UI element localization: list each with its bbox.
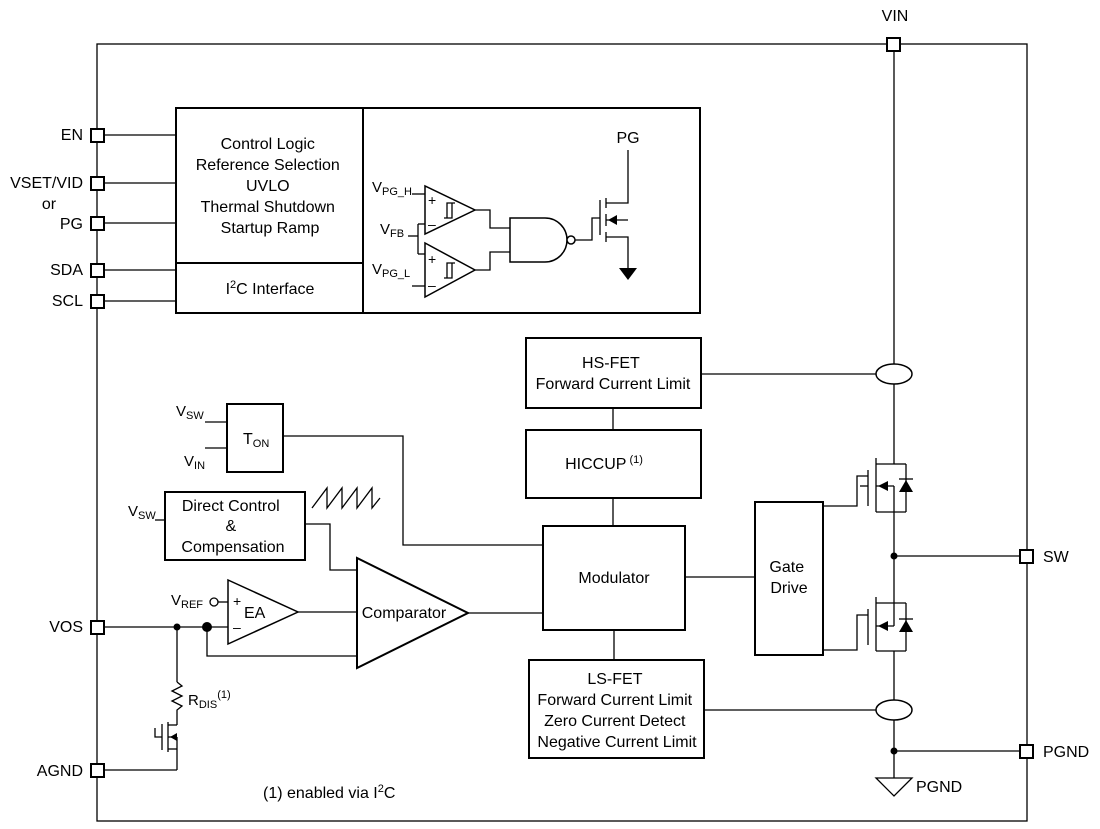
vfb-label: VFB (380, 221, 404, 240)
power-good-circuit: + – + – VPG_H VFB VPG_L PG (372, 130, 640, 299)
modulator-label: Modulator (578, 570, 650, 587)
pin-scl: SCL (52, 293, 105, 310)
pin-or-label: or (42, 196, 57, 213)
hiccup-label: HICCUP(1) (565, 454, 643, 473)
pin-pg-left-label: PG (60, 216, 83, 233)
pwm-comparator (356, 556, 471, 670)
pg-low-plus: + (428, 251, 436, 267)
hs-fet-block (525, 337, 702, 409)
pin-vset-label: VSET/VID (10, 175, 83, 192)
pin-vset: VSET/VID or (10, 175, 105, 213)
pin-vos-label: VOS (49, 619, 83, 636)
ton-label: TON (243, 431, 269, 450)
pin-sda-label: SDA (50, 262, 83, 279)
nand-bubble (566, 235, 576, 245)
ls-fet-block (528, 659, 705, 759)
pg-high-plus: + (428, 192, 436, 208)
error-amplifier (227, 578, 300, 646)
i2c-interface-block (175, 262, 364, 314)
nand-gate (509, 217, 568, 263)
ea-plus: + (233, 593, 241, 609)
ea-minus: – (233, 619, 241, 635)
pg-high-minus: – (428, 216, 436, 232)
pin-vos: VOS (49, 619, 105, 636)
control-logic-line-2: Reference Selection (196, 157, 340, 174)
pin-scl-label: SCL (52, 293, 83, 310)
pin-en-label: EN (61, 127, 83, 144)
comparator-label: Comparator (362, 605, 447, 622)
pin-vin-label: VIN (882, 8, 909, 25)
power-good-block (362, 107, 701, 314)
hs-current-sense (875, 363, 913, 385)
pgnd-ground-symbol (874, 777, 914, 797)
control-logic-text: Control Logic Reference Selection UVLO T… (196, 136, 345, 237)
control-logic-line-3: UVLO (246, 178, 290, 195)
ramp-waveform (311, 486, 381, 510)
i2c-interface-label: I2C Interface (226, 279, 315, 298)
ls-fet-text: LS-FET Forward Current Limit Zero Curren… (537, 671, 697, 751)
vsw-ton-label: VSW (176, 403, 204, 422)
pin-pgnd: PGND (1019, 744, 1089, 761)
pin-pg-left: PG (60, 216, 105, 233)
pin-sw: SW (1019, 549, 1070, 566)
pin-vin: VIN (882, 8, 909, 52)
rdis-label: RDIS(1) (188, 689, 231, 711)
direct-control-block (164, 491, 306, 561)
pin-sw-label: SW (1043, 549, 1070, 566)
hs-fet-text: HS-FET Forward Current Limit (536, 355, 691, 393)
gate-drive-text: Gate Drive (769, 559, 808, 597)
pg-ground-symbol (619, 268, 637, 280)
ls-current-sense (875, 699, 913, 721)
control-logic-line-5: Startup Ramp (221, 220, 320, 237)
pin-sda: SDA (50, 262, 105, 279)
ton-block (226, 403, 284, 473)
pin-pgnd-label: PGND (1043, 744, 1089, 761)
vpg-h-label: VPG_H (372, 179, 412, 198)
control-logic-block (175, 107, 364, 264)
footnote: (1) enabled via I2C (263, 783, 395, 802)
control-logic-line-4: Thermal Shutdown (201, 199, 335, 216)
pg-low-minus: – (428, 277, 436, 293)
power-stage: PGND (823, 51, 1020, 797)
pg-output-label: PG (616, 130, 639, 147)
pgnd-ground-label: PGND (916, 779, 962, 796)
control-logic-line-1: Control Logic (221, 136, 315, 153)
vpg-l-label: VPG_L (372, 261, 410, 280)
modulator-block (542, 525, 686, 631)
device-outline (96, 43, 1028, 822)
vin-ton-label: VIN (184, 453, 205, 472)
pin-wires (104, 134, 176, 302)
rdis-resistor (170, 681, 184, 725)
pg-high-comparator (424, 184, 477, 236)
vref-label: VREF (171, 592, 203, 611)
pin-en: EN (61, 127, 105, 144)
pg-low-comparator (424, 241, 477, 299)
direct-control-text: Direct Control & Compensation (181, 498, 284, 556)
gate-drive-block (754, 501, 824, 656)
pin-agnd: AGND (37, 763, 105, 780)
vsw-dc-label: VSW (128, 503, 156, 522)
pin-agnd-label: AGND (37, 763, 83, 780)
ea-label: EA (244, 605, 266, 622)
